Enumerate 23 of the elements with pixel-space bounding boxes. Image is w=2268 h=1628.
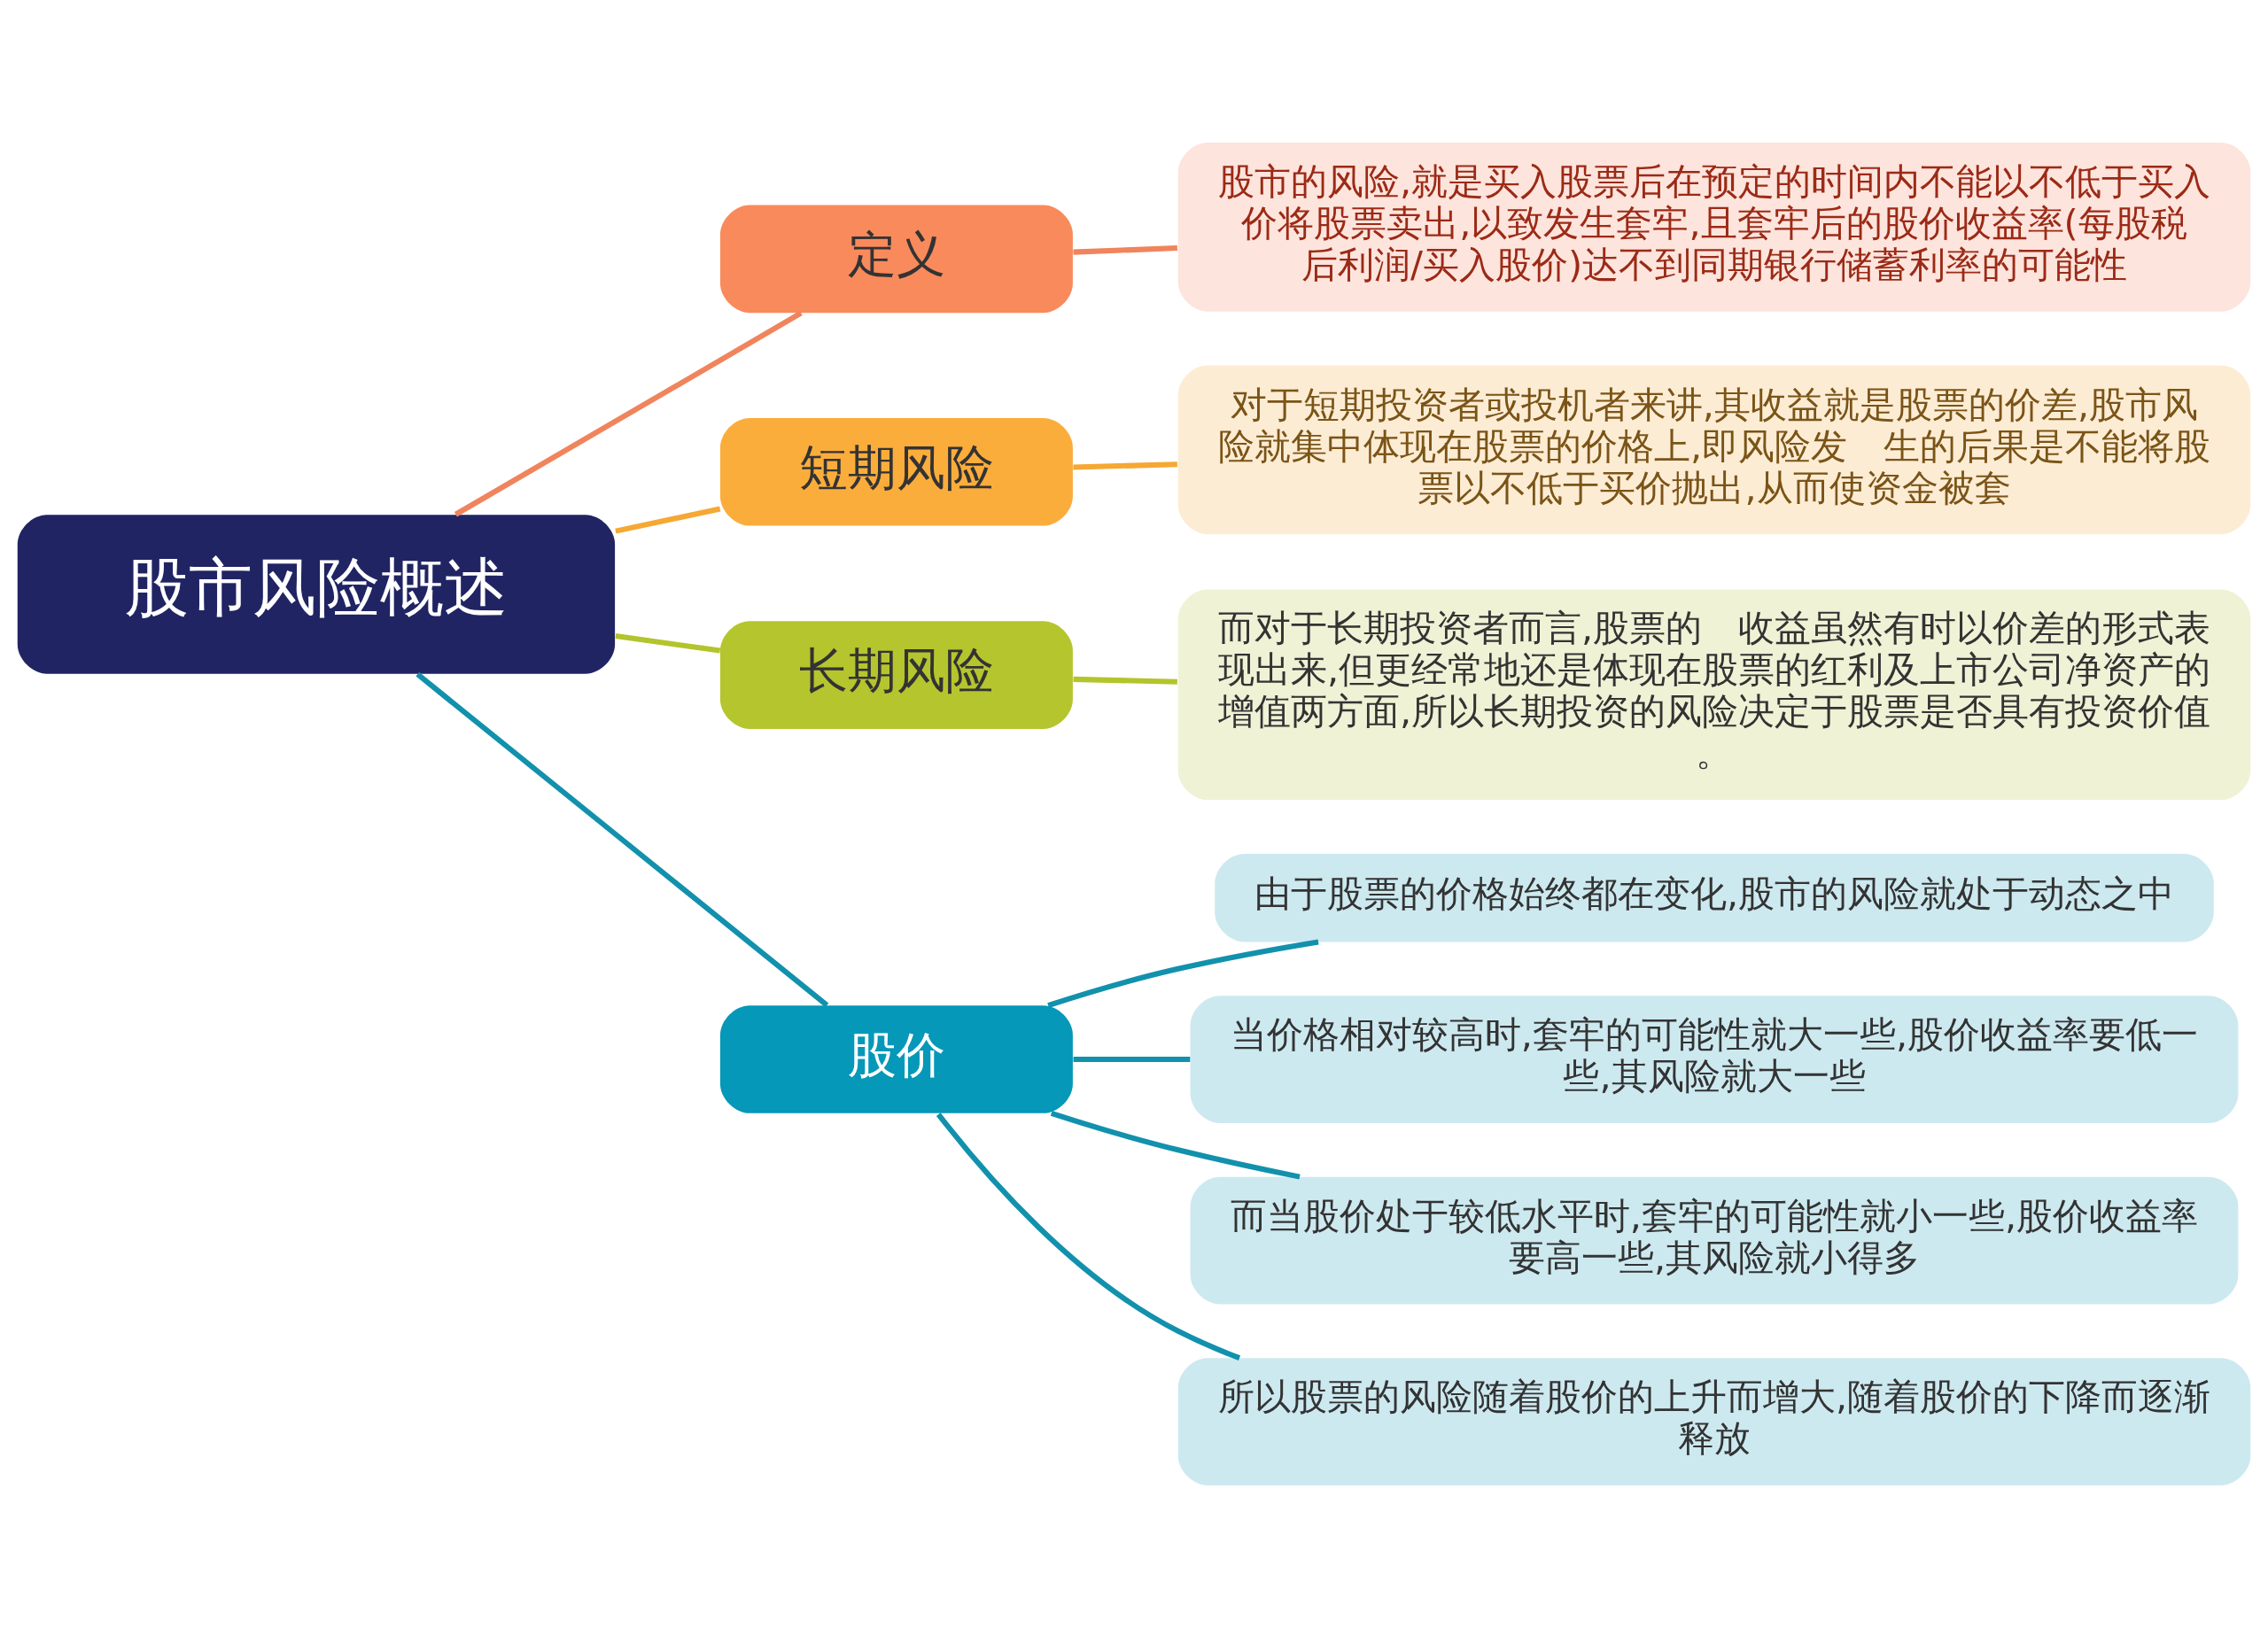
node-box: 定义 [719,205,1073,314]
node-box: 长期风险 [719,621,1073,729]
connector [416,671,829,1008]
node-box: 对于短期投资者或投机者来讲,其收益就是股票的价差,股市风险就集中体现在股票的价格上,即风险发 生的后果是不能将股票以不低于买价抛出,从而使资金被套 [1177,365,2251,535]
node-box: 股价 [719,1005,1073,1113]
node-box: 而对于长期投资者而言,股票的 收益虽然有时以价差的形式表现出来,但更经常地还是体现在股票的红利及上市公司净资产的增值两方面,所以长期投资的风险决定于股票是否具有投资价值。 [1177,589,2251,801]
connector [615,506,721,534]
connector [936,1112,1241,1361]
node-box: 而当股价处于较低水平时,套牢的可能性就小一些,股价收益率要高一些,其风险就小得多 [1190,1176,2239,1305]
connector [454,310,803,517]
node-box: 当价格相对较高时,套牢的可能性就大一些,股价收益率要低一些,其风险就大一些 [1190,996,2239,1123]
connector [1050,1111,1301,1180]
node-box: 所以股票的风险随着股价的上升而增大,随着股价的下降而逐渐释放 [1177,1358,2251,1485]
connector [1073,245,1177,255]
connector [615,633,721,654]
connector [1047,939,1319,1009]
connector [1073,1057,1191,1063]
node-box: 股市的风险,就是买入股票后在预定的时间内不能以不低于买入价将股票卖出,以致发生套牢,且套牢后的股价收益率(每股税后利润/买入股价)达不到同期银行储蓄利率的可能性 [1177,143,2251,312]
node-box: 股市风险概述 [17,515,616,674]
node-box: 短期风险 [719,417,1073,526]
connector [1073,461,1177,470]
node-box: 由于股票的价格始终都在变化,股市的风险就处于动态之中 [1215,853,2214,942]
connector [1073,676,1177,685]
